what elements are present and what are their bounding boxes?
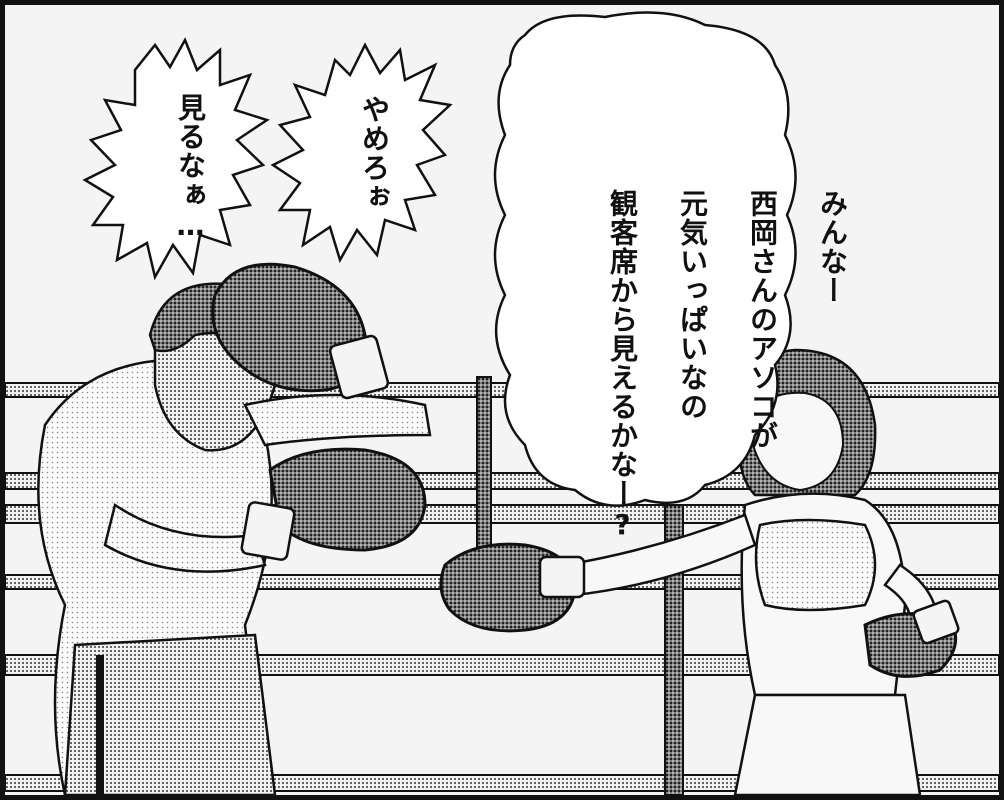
speech-text-main: みんなー 西岡さんのアソコが 元気いっぱいなの 観客席から見えるかなー? xyxy=(570,53,885,542)
male-boxer xyxy=(37,262,432,795)
speech-bubble-main xyxy=(493,11,797,507)
speech-line: 観客席から見えるかなー? xyxy=(606,189,639,542)
boxing-scene-illustration xyxy=(5,11,999,795)
speech-line: みんなー xyxy=(816,189,849,305)
speech-bubble-stop xyxy=(270,42,453,264)
female-boxer xyxy=(439,348,960,795)
speech-text-dont-look: 見るなぁ… xyxy=(174,93,207,243)
speech-line: 元気いっぱいなの xyxy=(676,189,709,421)
speech-text-stop: やめろぉ xyxy=(358,95,391,211)
speech-bubble-dont-look xyxy=(82,37,270,281)
speech-line: 西岡さんのアソコが xyxy=(746,189,779,450)
